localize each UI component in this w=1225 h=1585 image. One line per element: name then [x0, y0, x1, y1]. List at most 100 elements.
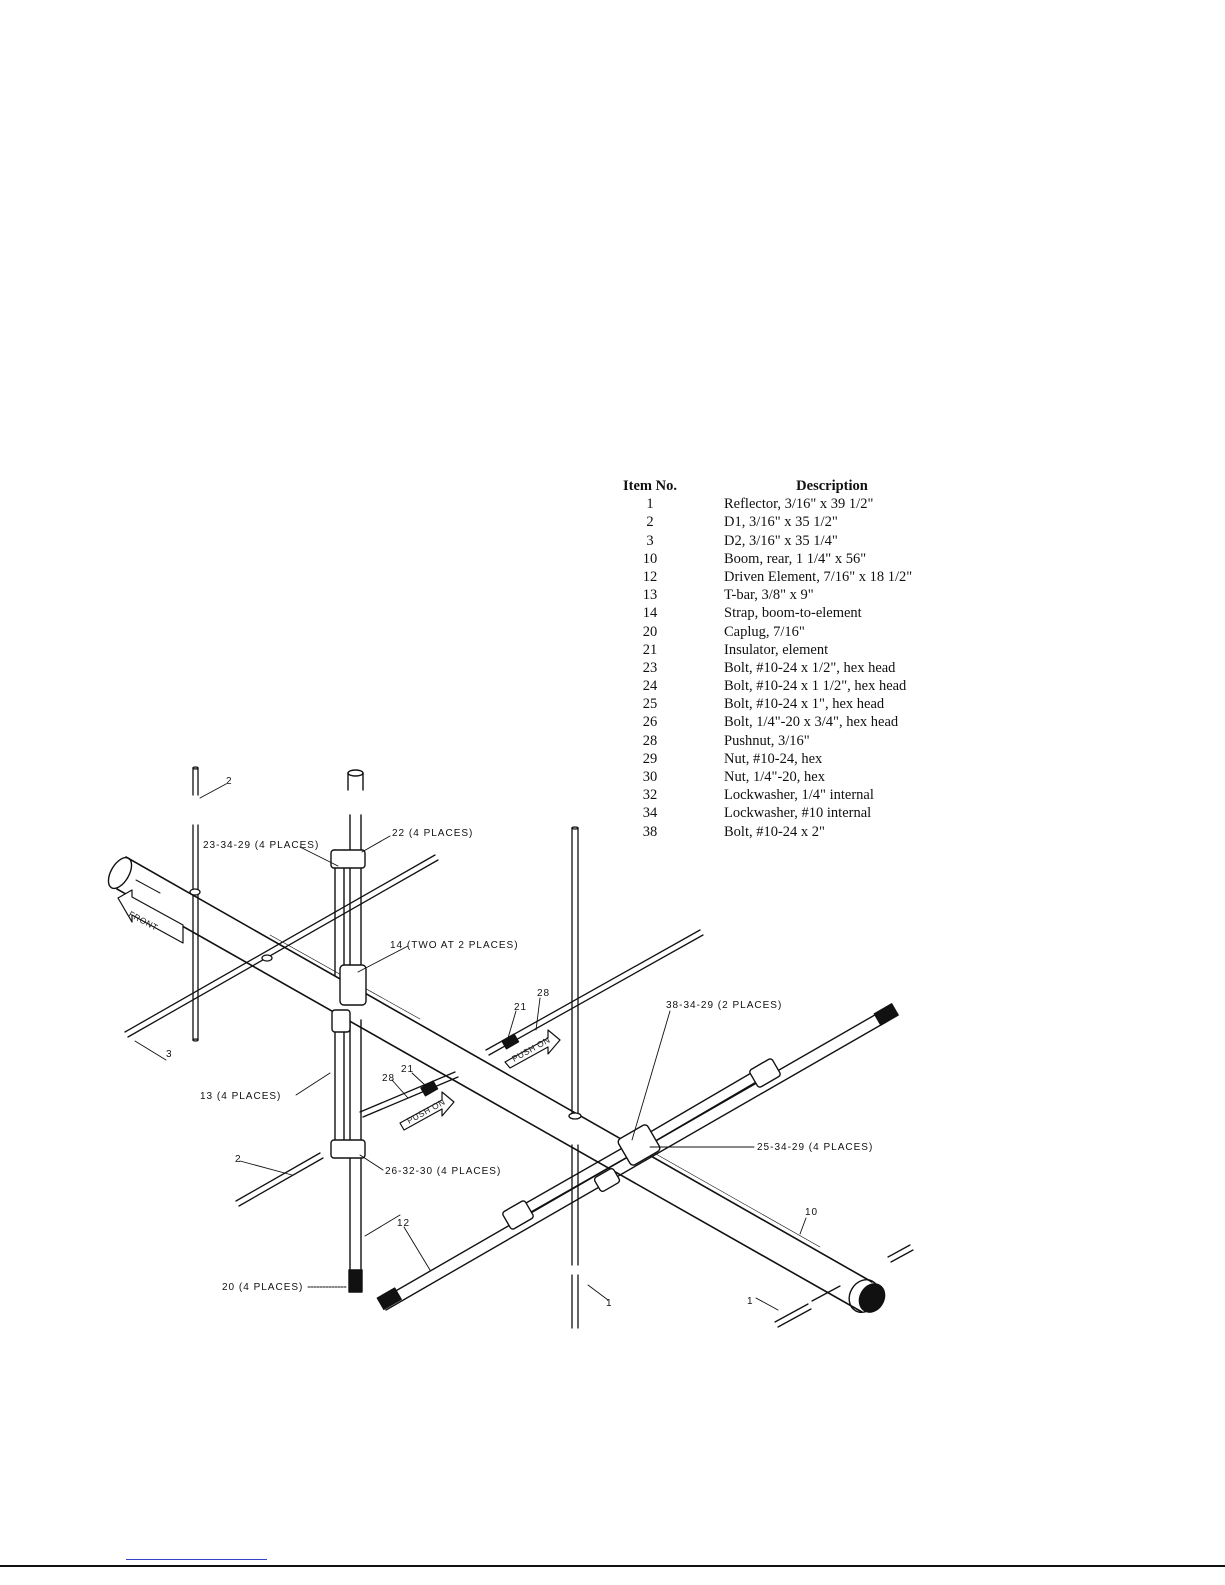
- footer-link-underline: [126, 1559, 267, 1560]
- front-arrow: [117, 889, 184, 944]
- table-row: 10 Boom, rear, 1 1/4" x 56": [616, 550, 976, 568]
- diagram-art: [107, 766, 914, 1329]
- item-number: 30: [642, 769, 658, 785]
- element-d2: [261, 954, 459, 1118]
- item-description: D1, 3/16" x 35 1/2": [724, 514, 838, 531]
- parts-table-header: Item No. Description: [616, 477, 976, 495]
- item-description: Bolt, #10-24 x 2": [724, 823, 825, 840]
- item-number: 34: [642, 805, 658, 822]
- table-row: 26 Bolt, 1/4"-20 x 3/4", hex head: [616, 713, 976, 731]
- parts-table: Item No. Description 1 Reflector, 3/16" x…: [616, 477, 976, 841]
- item-number: 3: [646, 532, 654, 549]
- callout-26-32-30: 26-32-30 (4 PLACES): [385, 1166, 501, 1177]
- driven-element-vertical: [330, 769, 367, 1293]
- item-description: Insulator, element: [724, 641, 829, 658]
- callout-21-lower: 21: [401, 1064, 414, 1075]
- item-number: 28: [642, 732, 658, 749]
- item-description: Bolt, #10-24 x 1/2", hex head: [724, 659, 896, 676]
- callout-labels: 2 23-34-29 (4 PLACES) 22 (4 PLACES) 14 (…: [166, 776, 873, 1309]
- callout-23-34-29: 23-34-29 (4 PLACES): [203, 840, 319, 851]
- item-number: 14: [642, 605, 658, 622]
- callout-25-34-29: 25-34-29 (4 PLACES): [757, 1142, 873, 1153]
- boom: [107, 856, 873, 1313]
- item-description: Pushnut, 3/16": [724, 732, 810, 749]
- item-description: Driven Element, 7/16" x 18 1/2": [724, 568, 913, 585]
- table-row: 3 D2, 3/16" x 35 1/4": [616, 532, 976, 550]
- table-row: 32 Lockwasher, 1/4" internal: [616, 786, 976, 804]
- item-number: 38: [642, 823, 658, 840]
- leader-lines: [134, 783, 807, 1311]
- item-number: 10: [642, 550, 658, 567]
- item-description: Bolt, 1/4"-20 x 3/4", hex head: [724, 714, 899, 731]
- table-row: 13 T-bar, 3/8" x 9": [616, 586, 976, 604]
- element-reflector-horizontal: [485, 929, 914, 1328]
- table-row: 25 Bolt, #10-24 x 1", hex head: [616, 695, 976, 713]
- item-description: Bolt, #10-24 x 1 1/2", hex head: [724, 678, 907, 695]
- callout-12: 12: [397, 1218, 410, 1229]
- insulator-lower: [420, 1080, 439, 1097]
- item-number: 23: [642, 659, 658, 676]
- callout-22: 22 (4 PLACES): [392, 828, 473, 839]
- table-row: 20 Caplug, 7/16": [616, 623, 976, 641]
- callout-2-top: 2: [226, 776, 233, 787]
- table-row: 24 Bolt, #10-24 x 1 1/2", hex head: [616, 677, 976, 695]
- table-row: 21 Insulator, element: [616, 641, 976, 659]
- item-number: 1: [646, 496, 654, 513]
- item-number: 25: [642, 696, 658, 713]
- item-description: T-bar, 3/8" x 9": [724, 587, 814, 604]
- table-row: 14 Strap, boom-to-element: [616, 604, 976, 622]
- item-description: Lockwasher, #10 internal: [724, 805, 872, 822]
- callout-20: 20 (4 PLACES): [222, 1282, 303, 1293]
- item-description: D2, 3/16" x 35 1/4": [724, 532, 838, 549]
- insulator-upper: [501, 1033, 520, 1050]
- item-number: 32: [642, 787, 658, 804]
- item-number: 12: [642, 568, 658, 585]
- callout-38-34-29: 38-34-29 (2 PLACES): [666, 1000, 782, 1011]
- callout-21-upper: 21: [514, 1002, 527, 1013]
- callout-10: 10: [805, 1207, 818, 1218]
- table-row: 23 Bolt, #10-24 x 1/2", hex head: [616, 659, 976, 677]
- item-number: 2: [646, 514, 654, 531]
- table-row: 2 D1, 3/16" x 35 1/2": [616, 513, 976, 531]
- table-row: 29 Nut, #10-24, hex: [616, 750, 976, 768]
- push-on-arrow-upper: [504, 1029, 561, 1069]
- item-description: Nut, #10-24, hex: [724, 750, 823, 767]
- table-row: 1 Reflector, 3/16" x 39 1/2": [616, 495, 976, 513]
- push-on-arrow-lower: [399, 1091, 455, 1131]
- item-number: 26: [642, 714, 658, 731]
- driven-element-horizontal: [376, 1003, 899, 1311]
- table-row: 28 Pushnut, 3/16": [616, 732, 976, 750]
- item-number: 29: [642, 750, 658, 767]
- callout-28-upper: 28: [537, 988, 550, 999]
- item-number: 13: [642, 587, 658, 604]
- item-number: 20: [642, 623, 658, 640]
- item-description: Nut, 1/4"-20, hex: [724, 769, 825, 785]
- footer-rule: [0, 1565, 1225, 1567]
- callout-3: 3: [166, 1049, 173, 1060]
- push-on-stencil-lower: PUSH ON: [405, 1097, 447, 1126]
- callout-14: 14 (TWO AT 2 PLACES): [390, 940, 519, 951]
- element-d1-vertical: [189, 766, 201, 1042]
- item-description: Caplug, 7/16": [724, 623, 805, 640]
- boom-end-cap: [848, 1278, 886, 1314]
- element-d1-horizontal: [124, 854, 439, 1207]
- item-number: 21: [642, 641, 658, 658]
- element-reflector-vertical: [568, 826, 582, 1329]
- table-row: 12 Driven Element, 7/16" x 18 1/2": [616, 568, 976, 586]
- item-number: 24: [642, 678, 658, 695]
- header-description: Description: [796, 478, 868, 494]
- item-description: Bolt, #10-24 x 1", hex head: [724, 696, 885, 713]
- callout-28-lower: 28: [382, 1073, 395, 1084]
- callout-2-lower: 2: [235, 1154, 242, 1165]
- item-description: Reflector, 3/16" x 39 1/2": [724, 496, 874, 513]
- callout-1-center: 1: [606, 1298, 613, 1309]
- item-description: Lockwasher, 1/4" internal: [724, 787, 874, 804]
- callout-1-right: 1: [747, 1296, 754, 1307]
- callout-13: 13 (4 PLACES): [200, 1091, 281, 1102]
- table-row: 30 Nut, 1/4"-20, hex: [616, 768, 976, 786]
- header-item-number: Item No.: [623, 478, 677, 494]
- item-description: Strap, boom-to-element: [724, 605, 862, 622]
- table-row: 38 Bolt, #10-24 x 2": [616, 823, 976, 841]
- item-description: Boom, rear, 1 1/4" x 56": [724, 550, 867, 567]
